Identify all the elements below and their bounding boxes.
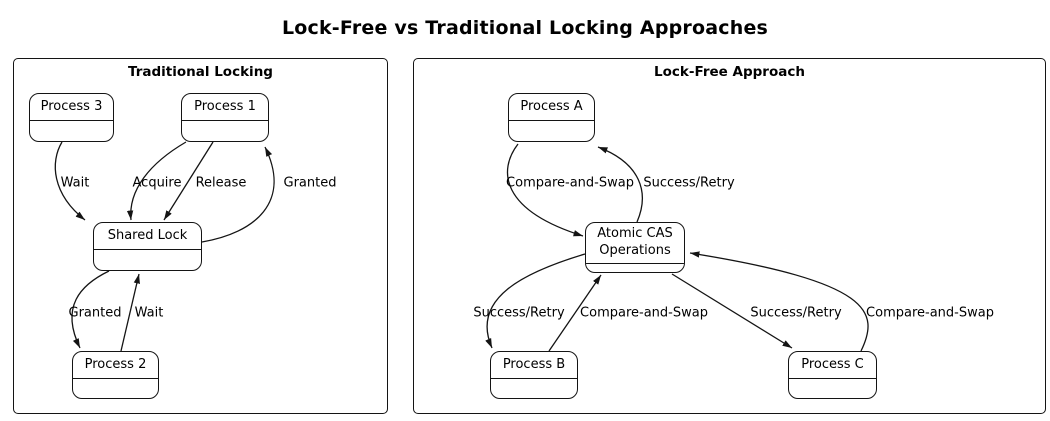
node-process-b: Process B bbox=[490, 351, 578, 399]
edge-label-release: Release bbox=[195, 175, 247, 191]
node-process-1-body bbox=[182, 120, 268, 141]
edge-label-wait-p2: Wait bbox=[134, 305, 164, 321]
node-process-2: Process 2 bbox=[72, 351, 159, 399]
node-atomic-cas-operations: Atomic CAS Operations bbox=[585, 222, 685, 273]
edge-label-cas-a: Compare-and-Swap bbox=[506, 175, 634, 191]
panel-lockfree-title: Lock-Free Approach bbox=[654, 64, 805, 80]
edge-label-sr-b: Success/Retry bbox=[473, 305, 565, 321]
edge-label-granted-p1: Granted bbox=[283, 175, 337, 191]
edge-label-wait-p3: Wait bbox=[60, 175, 90, 191]
node-process-2-label: Process 2 bbox=[84, 356, 147, 372]
edge-label-cas-c: Compare-and-Swap bbox=[866, 305, 994, 321]
node-process-c: Process C bbox=[788, 351, 877, 399]
diagram-title: Lock-Free vs Traditional Locking Approac… bbox=[281, 17, 769, 39]
node-process-1-label: Process 1 bbox=[194, 98, 256, 114]
node-process-c-body bbox=[789, 378, 876, 398]
edge-label-acquire: Acquire bbox=[132, 175, 182, 191]
node-process-1: Process 1 bbox=[181, 93, 269, 142]
node-atomic-cas-body bbox=[586, 263, 684, 272]
node-shared-lock-body bbox=[94, 249, 201, 270]
node-process-a-label: Process A bbox=[520, 98, 583, 114]
panel-lock-free-approach: Lock-Free Approach bbox=[413, 58, 1046, 414]
edge-label-cas-b: Compare-and-Swap bbox=[580, 305, 708, 321]
node-atomic-cas-label: Atomic CAS Operations bbox=[597, 226, 673, 258]
node-process-3: Process 3 bbox=[29, 93, 114, 142]
edge-label-sr-a: Success/Retry bbox=[643, 175, 735, 191]
edge-label-sr-c: Success/Retry bbox=[750, 305, 842, 321]
node-process-2-body bbox=[73, 378, 158, 398]
node-process-b-body bbox=[491, 378, 577, 398]
node-process-b-label: Process B bbox=[502, 356, 566, 372]
panel-traditional-locking: Traditional Locking bbox=[13, 58, 388, 414]
node-process-a-body bbox=[509, 120, 594, 141]
node-process-c-label: Process C bbox=[801, 356, 864, 372]
node-shared-lock: Shared Lock bbox=[93, 222, 202, 271]
node-process-3-body bbox=[30, 120, 113, 141]
node-shared-lock-label: Shared Lock bbox=[107, 227, 188, 243]
panel-traditional-title: Traditional Locking bbox=[128, 64, 273, 80]
edge-label-granted-p2: Granted bbox=[68, 305, 122, 321]
node-process-3-label: Process 3 bbox=[40, 98, 103, 114]
node-process-a: Process A bbox=[508, 93, 595, 142]
